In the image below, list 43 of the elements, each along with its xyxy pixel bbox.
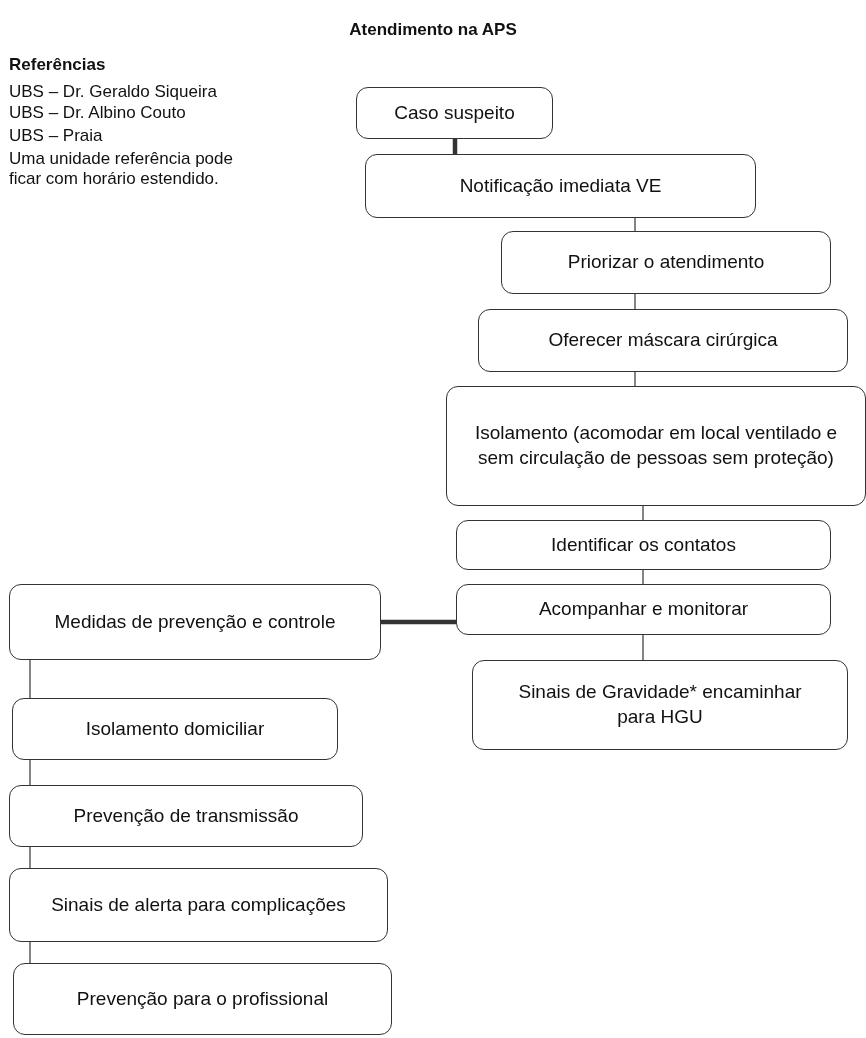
process-box bbox=[446, 386, 866, 506]
reference-text: UBS – Dr. Geraldo Siqueira bbox=[9, 82, 217, 103]
box-text: Acompanhar e monitorar bbox=[538, 597, 749, 622]
process-box bbox=[12, 698, 338, 760]
process-box bbox=[9, 785, 363, 847]
connector-line bbox=[29, 759, 31, 786]
connector-line bbox=[381, 619, 456, 625]
process-box bbox=[356, 87, 553, 139]
process-box bbox=[472, 660, 848, 750]
process-box bbox=[13, 963, 392, 1035]
references-heading: Referências bbox=[9, 55, 106, 76]
box-text: Priorizar o atendimento bbox=[567, 250, 765, 275]
process-box bbox=[9, 868, 388, 942]
reference-text: UBS – Dr. Albino Couto bbox=[9, 103, 186, 124]
box-text: Identificar os contatos bbox=[551, 532, 736, 557]
connector-line bbox=[642, 634, 644, 661]
connector-line bbox=[642, 569, 644, 585]
connector-line bbox=[29, 846, 31, 869]
box-text: Notificação imediata VE bbox=[459, 173, 662, 198]
process-box bbox=[478, 309, 848, 372]
box-text: Medidas de prevenção e controle bbox=[54, 609, 336, 634]
connector-line bbox=[29, 941, 31, 964]
reference-text: Uma unidade referência pode ficar com horário estendido. bbox=[9, 149, 234, 190]
connector-line bbox=[634, 293, 636, 310]
reference-text: UBS – Praia bbox=[9, 126, 103, 147]
box-text: Caso suspeito bbox=[394, 100, 515, 125]
process-box bbox=[365, 154, 756, 218]
box-text: Isolamento (acomodar em local ventilado e sem circulação de pessoas sem proteção) bbox=[473, 421, 839, 470]
box-text: Prevenção de transmissão bbox=[73, 803, 299, 828]
connector-line bbox=[29, 659, 31, 699]
box-text: Prevenção para o profissional bbox=[76, 986, 329, 1011]
process-box bbox=[456, 584, 831, 635]
process-box bbox=[456, 520, 831, 570]
diagram-title: Atendimento na APS bbox=[348, 20, 518, 40]
box-text: Sinais de Gravidade* encaminhar para HGU bbox=[517, 680, 803, 729]
connector-line bbox=[642, 505, 644, 521]
process-box bbox=[9, 584, 381, 660]
box-text: Isolamento domiciliar bbox=[85, 716, 265, 741]
connector-line bbox=[634, 217, 636, 232]
process-box bbox=[501, 231, 831, 294]
connector-line bbox=[634, 371, 636, 387]
box-text: Sinais de alerta para complicações bbox=[51, 892, 346, 917]
box-text: Oferecer máscara cirúrgica bbox=[548, 328, 778, 353]
